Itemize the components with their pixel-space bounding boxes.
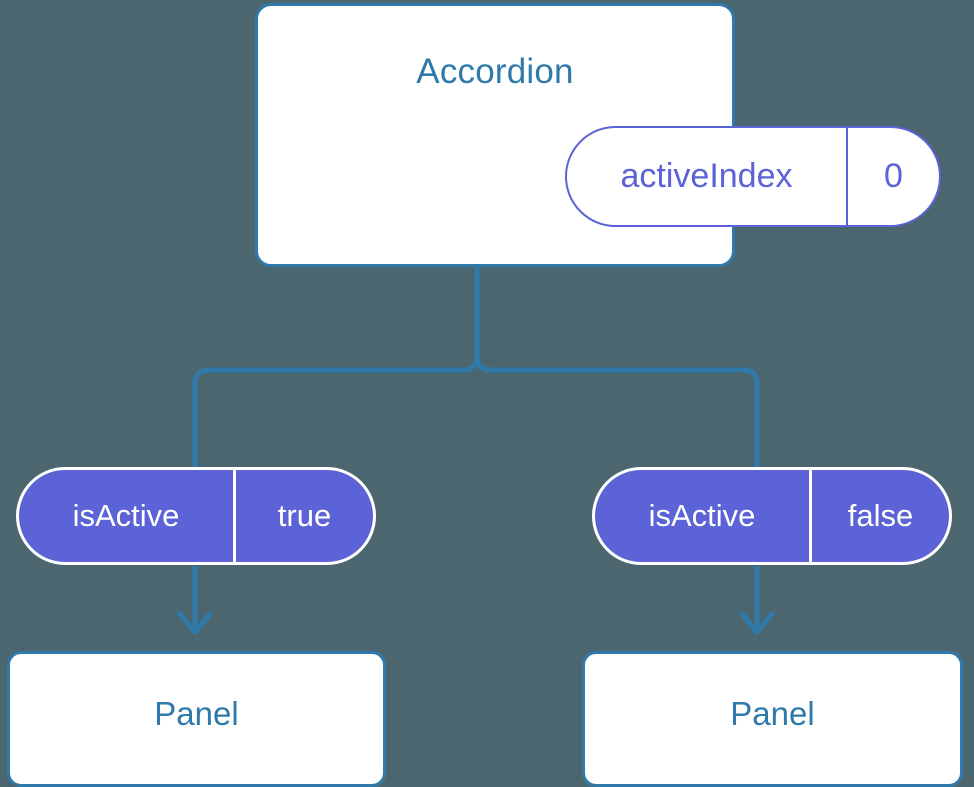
connector-right-branch xyxy=(474,263,760,471)
arrow-left-head-icon xyxy=(177,611,213,635)
component-card-panel-left[interactable]: Panel xyxy=(7,651,386,787)
prop-pill-key: isActive xyxy=(595,470,812,562)
component-card-accordion[interactable]: Accordion activeIndex 0 xyxy=(255,3,941,267)
state-pill-activeindex[interactable]: activeIndex 0 xyxy=(565,126,941,227)
state-pill-value: 0 xyxy=(884,157,903,195)
component-title-accordion: Accordion xyxy=(416,52,574,91)
prop-pill-isactive-false[interactable]: isActive false xyxy=(592,467,952,565)
prop-pill-isactive-true[interactable]: isActive true xyxy=(16,467,376,565)
diagram-canvas: Accordion activeIndex 0 isActive true is… xyxy=(7,3,963,787)
connector-left-branch xyxy=(192,263,480,471)
prop-pill-value: true xyxy=(277,498,332,533)
component-title-panel-right: Panel xyxy=(730,695,815,732)
arrow-right-head-icon xyxy=(739,611,775,635)
prop-pill-key: isActive xyxy=(19,470,236,562)
state-pill-key: activeIndex xyxy=(567,128,848,225)
component-title-panel-left: Panel xyxy=(154,695,239,732)
component-card-panel-right[interactable]: Panel xyxy=(582,651,963,787)
prop-pill-value: false xyxy=(847,498,914,533)
